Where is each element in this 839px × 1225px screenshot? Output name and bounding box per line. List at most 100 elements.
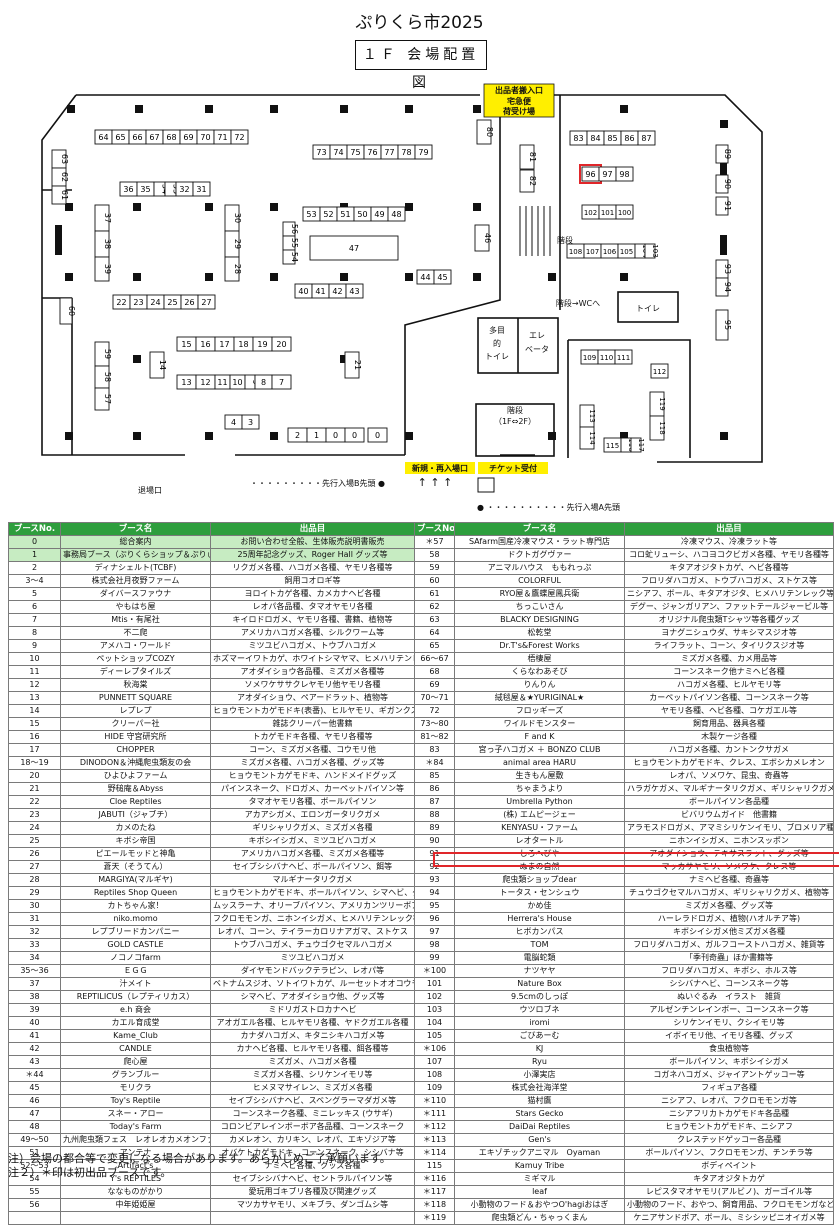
- booth-items-cell: ヒョウモントカゲモドキ(表番)、ヒルヤモリ、ギガンクスヤモリ等: [210, 704, 415, 718]
- booth-number: 107: [586, 248, 599, 256]
- booth-name-right-cell: animal area HARU: [454, 756, 625, 770]
- booth-name-cell: CHOPPER: [60, 743, 211, 757]
- booth-number: 103: [651, 244, 659, 257]
- booth-no-right-cell: 73～80: [414, 717, 455, 731]
- booth-102: 102: [581, 204, 600, 220]
- booth-name-right-cell: アニマルハウス ももれっぷ: [454, 561, 625, 575]
- booth-no-right-cell: ＊116: [414, 1172, 455, 1186]
- booth-number: 93: [723, 264, 732, 274]
- booth-no-cell: 20: [8, 769, 61, 783]
- booth-115: 115: [603, 437, 622, 453]
- booth-no-right-cell: 64: [414, 626, 455, 640]
- booth-box: [282, 249, 296, 265]
- booth-name-cell: PUNNETT SQUARE: [60, 691, 211, 705]
- booth-items-right-cell: ビバリウムガイド 他書籍: [624, 808, 834, 822]
- booth-no-cell: 9: [8, 639, 61, 653]
- header-booth-no: ブースNo.: [8, 522, 61, 536]
- booth-number: 64: [98, 133, 108, 142]
- booth-number: 105: [620, 248, 633, 256]
- booth-number: 117: [637, 438, 645, 451]
- booth-number: 69: [183, 133, 193, 142]
- booth-118: 118: [649, 415, 666, 441]
- booth-name-cell: HIDE 守宮研究所: [60, 730, 211, 744]
- booth-number: 20: [276, 340, 286, 349]
- booth-number: 2: [295, 431, 300, 440]
- booth-number: 78: [401, 148, 411, 157]
- booth-items-cell: ヒョウモントカゲモドキ、ハンドメイドグッズ: [210, 769, 415, 783]
- booth-number: 97: [602, 170, 612, 179]
- stairs2-sub-label: （1F⇔2F）: [494, 417, 536, 426]
- booth-no-right-cell: ＊57: [414, 535, 455, 549]
- booth-no-cell: 5: [8, 587, 61, 601]
- booth-number: 31: [196, 185, 206, 194]
- booth-items-cell: ヨロイトカゲ各種、カメカナヘビ各種: [210, 587, 415, 601]
- booth-number: 70: [200, 133, 210, 142]
- booth-no-right-cell: 66～67: [414, 652, 455, 666]
- booth-1: 1: [306, 427, 327, 443]
- booth-number: 10: [232, 378, 242, 387]
- header-booth-no-2: ブースNo.: [414, 522, 455, 536]
- booth-84: 84: [586, 130, 605, 146]
- booth-items-cell: シマヘビ、アオダイショウ他、グッズ等: [210, 990, 415, 1004]
- booth-number: 28: [233, 264, 242, 274]
- booth-items-right-cell: ハーレラドロガメ、植物(ハオルチア等): [624, 912, 834, 926]
- booth-no-cell: 18～19: [8, 756, 61, 770]
- booth-no-cell: 46: [8, 1094, 61, 1108]
- booth-30: 30: [224, 204, 242, 232]
- booth-name-cell: クリーパー社: [60, 717, 211, 731]
- booth-name-right-cell: Herrera's House: [454, 912, 625, 926]
- booth-name-right-cell: F and K: [454, 730, 625, 744]
- booth-68: 68: [162, 129, 181, 145]
- booth-name-right-cell: エキゾチックアニマル Oyaman: [454, 1146, 625, 1160]
- booth-no-cell: 47: [8, 1107, 61, 1121]
- booth-number: 106: [603, 248, 617, 256]
- booth-items-cell: [210, 1211, 415, 1225]
- booth-no-cell: 39: [8, 1003, 61, 1017]
- booth-number: 91: [723, 201, 732, 211]
- booth-63: 63: [51, 149, 69, 169]
- booth-no-right-cell: ＊106: [414, 1042, 455, 1056]
- line-b-label: ・・・・・・・・・先行入場B先頭 ●: [250, 478, 385, 488]
- exit-label: 退場口: [138, 485, 162, 495]
- booth-no-cell: 45: [8, 1081, 61, 1095]
- booth-73: 73: [312, 144, 331, 160]
- booth-items-cell: ミツユビハコガメ、トウブハコガメ: [210, 639, 415, 653]
- booth-items-cell: トカゲモドキ各種、ヤモリ各種等: [210, 730, 415, 744]
- booth-items-right-cell: 食虫植物等: [624, 1042, 834, 1056]
- booth-box: [474, 224, 490, 252]
- booth-items-cell: ヒョウモントカゲモドキ、ボールパイソン、シマヘビ、グッズ等: [210, 886, 415, 900]
- booth-number: 61: [60, 190, 69, 200]
- booth-name-right-cell: ワイルドモンスター: [454, 717, 625, 731]
- booth-number: 85: [607, 134, 617, 143]
- booth-name-cell: カエル育成堂: [60, 1016, 211, 1030]
- booth-no-cell: 31: [8, 912, 61, 926]
- booth-no-cell: 29: [8, 886, 61, 900]
- booth-87: 87: [637, 130, 656, 146]
- booth-items-right-cell: ハラガケガメ、マルギナータリクガメ、ギリシャリクガメ: [624, 782, 834, 796]
- booth-no-right-cell: 93: [414, 873, 455, 887]
- booth-number: 73: [316, 148, 326, 157]
- booth-97: 97: [598, 166, 617, 182]
- delivery-label: 宅急便: [507, 96, 532, 106]
- booth-items-cell: パインスネーク、ドロガメ、カーペットパイソン等: [210, 782, 415, 796]
- booth-no-cell: 22: [8, 795, 61, 809]
- floor-plan-title: １Ｆ 会場配置図: [355, 40, 487, 91]
- booth-items-right-cell: ヒョウモントカゲモドキ、ニシアフ: [624, 1120, 834, 1134]
- booth-no-cell: 23: [8, 808, 61, 822]
- booth-items-cell: レオパ各品種、タマオヤモリ各種: [210, 600, 415, 614]
- booth-number: 0: [333, 431, 338, 440]
- booth-number: 21: [353, 360, 362, 370]
- booth-box: [367, 427, 388, 443]
- multi-toilet-label-2: 的: [493, 338, 501, 348]
- booth-number: 109: [583, 354, 596, 362]
- booth-0: 0: [325, 427, 346, 443]
